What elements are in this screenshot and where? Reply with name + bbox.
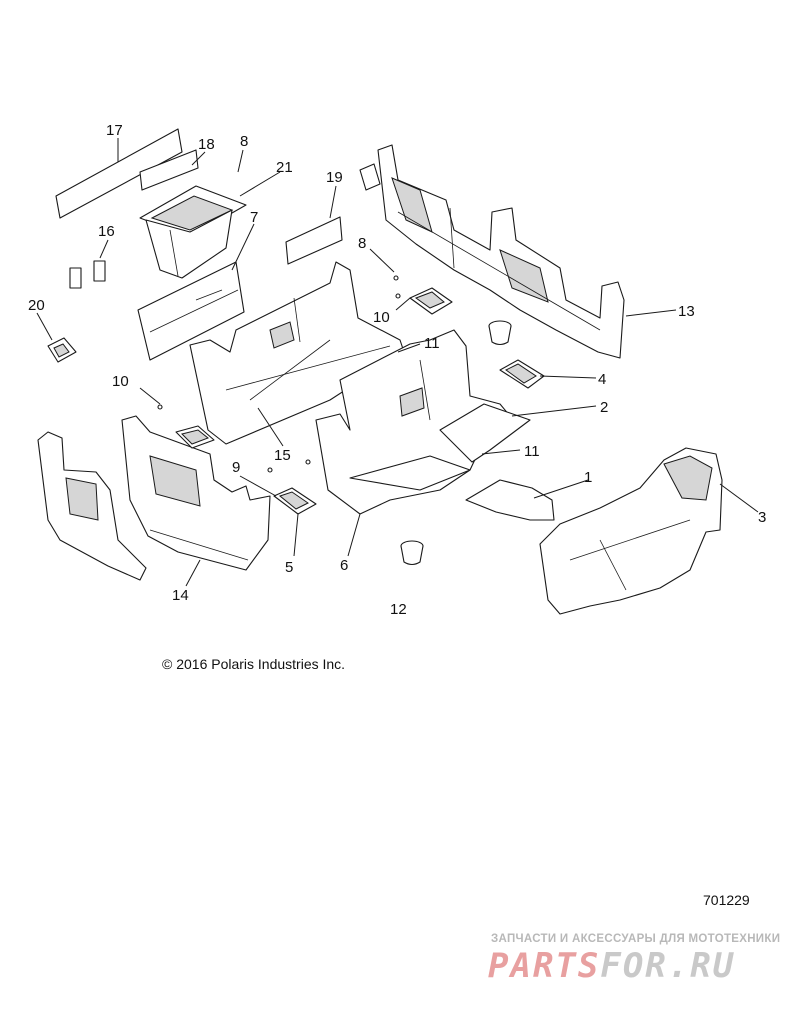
callout-15: 15 bbox=[274, 447, 291, 464]
callout-12: 12 bbox=[390, 601, 407, 618]
part-3-right-panel bbox=[539, 447, 723, 615]
part-13-rear-panel bbox=[377, 144, 625, 359]
leader-lines bbox=[36, 138, 759, 587]
part-16-labels bbox=[69, 260, 106, 289]
part-14-left-side-panel bbox=[121, 415, 271, 571]
part-21-storage-bin bbox=[139, 185, 247, 279]
drawing-number: 701229 bbox=[703, 892, 750, 908]
callout-20: 17 bbox=[106, 122, 123, 139]
part-6-panel bbox=[137, 261, 245, 361]
callout-17: 18 bbox=[198, 136, 215, 153]
part-7-front-floor bbox=[315, 329, 511, 515]
watermark-logo-part1: PARTS bbox=[488, 946, 601, 986]
part-15-rear-floor bbox=[189, 261, 405, 445]
callout-11-b: 11 bbox=[524, 443, 540, 460]
part-4-footrest bbox=[499, 359, 545, 389]
part-12-cup-bottom bbox=[400, 540, 424, 566]
watermark-logo: PARTSFOR.RU bbox=[488, 946, 735, 986]
part-left-side-wall bbox=[37, 431, 147, 581]
callout-labels: 17 18 8 21 19 7 16 8 20 10 13 11 4 10 2 … bbox=[28, 122, 766, 618]
part-18-label bbox=[285, 216, 343, 265]
watermark-tagline: ЗАПЧАСТИ И АКСЕССУАРЫ ДЛЯ МОТОТЕХНИКИ bbox=[491, 933, 781, 945]
copyright-notice: © 2016 Polaris Industries Inc. bbox=[162, 656, 346, 672]
fasteners bbox=[157, 275, 401, 473]
callout-7: 6 bbox=[340, 557, 348, 574]
callout-21: 21 bbox=[276, 159, 293, 176]
part-2-floor-panel bbox=[439, 403, 531, 463]
callout-14: 14 bbox=[172, 587, 189, 604]
callout-10-a: 10 bbox=[373, 309, 390, 326]
callout-1: 1 bbox=[584, 469, 592, 486]
callout-19: 20 bbox=[28, 297, 45, 314]
callout-4: 4 bbox=[598, 371, 606, 388]
callout-8-a: 8 bbox=[240, 133, 248, 150]
part-1-front-panel bbox=[465, 479, 555, 521]
part-12-cup-top bbox=[488, 320, 512, 346]
callout-18: 19 bbox=[326, 169, 343, 186]
part-20-label bbox=[55, 128, 183, 219]
callout-13: 13 bbox=[678, 303, 695, 320]
part-footrest-left bbox=[175, 425, 215, 449]
callout-11-a: 11 bbox=[424, 335, 440, 352]
callout-9: 9 bbox=[232, 459, 240, 476]
callout-5: 5 bbox=[285, 559, 293, 576]
callout-3: 3 bbox=[758, 509, 766, 526]
part-17-label bbox=[139, 149, 199, 191]
callout-8-b: 8 bbox=[358, 235, 366, 252]
part-grommet-top bbox=[359, 163, 381, 191]
watermark-logo-part2: FOR.RU bbox=[600, 946, 736, 986]
part-footrest-upper bbox=[409, 287, 453, 315]
callout-6: 7 bbox=[250, 209, 258, 226]
callout-2: 2 bbox=[600, 399, 608, 416]
part-5-footrest bbox=[273, 487, 317, 515]
callout-10-b: 10 bbox=[112, 373, 129, 390]
part-19-grommet bbox=[47, 337, 77, 363]
callout-16: 16 bbox=[98, 223, 115, 240]
